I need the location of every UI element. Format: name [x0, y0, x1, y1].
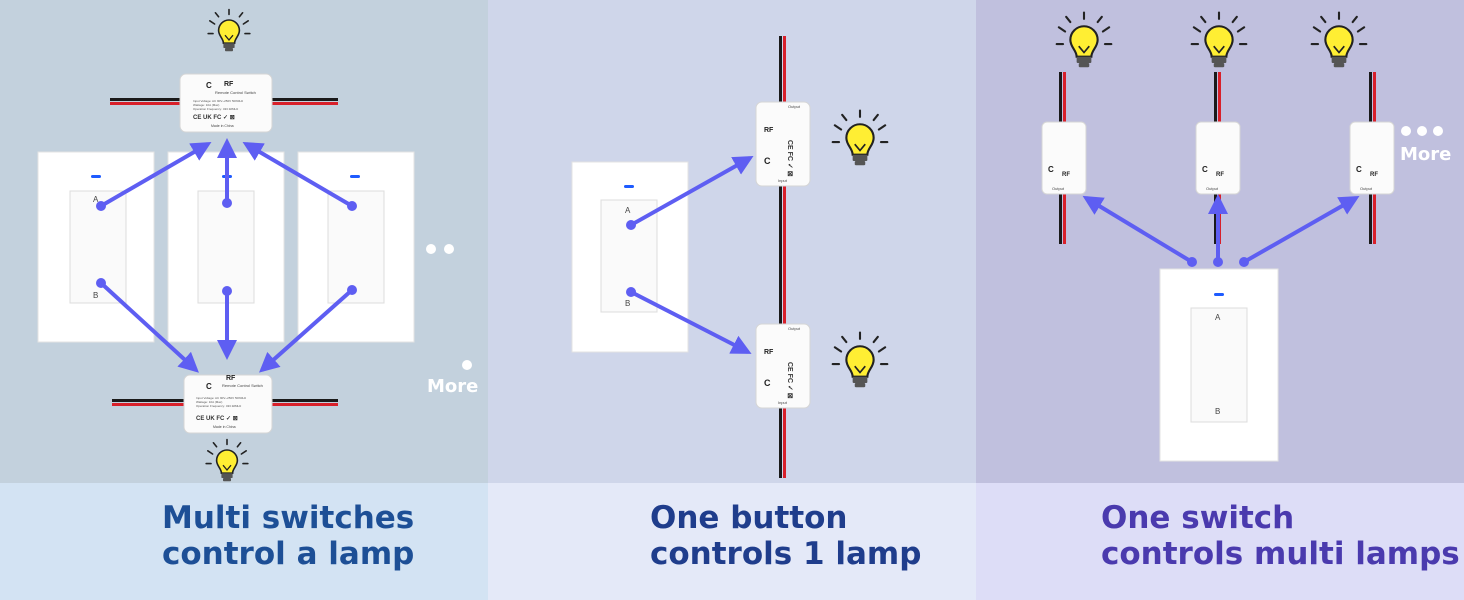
wire-pair — [110, 98, 338, 105]
svg-text:C: C — [206, 382, 212, 391]
svg-text:A: A — [1215, 313, 1221, 322]
more-dots — [426, 244, 472, 370]
svg-text:B: B — [625, 299, 630, 308]
svg-text:C: C — [206, 81, 212, 90]
more-label: More — [1400, 144, 1451, 165]
svg-text:C: C — [1202, 165, 1208, 174]
svg-text:Remote Control Switch: Remote Control Switch — [222, 383, 263, 388]
svg-text:CE UK FC ✓ ⊠: CE UK FC ✓ ⊠ — [196, 416, 238, 422]
signal-arrows — [99, 138, 354, 373]
svg-text:RF: RF — [764, 127, 774, 134]
svg-text:CE UK FC ✓ ⊠: CE UK FC ✓ ⊠ — [193, 115, 235, 121]
one-switch-multi-lamps-diagram: C RF Output C RF Output C RF Output More — [1041, 11, 1451, 462]
lightbulb-icon — [831, 109, 889, 167]
svg-text:Input Voltage: AC 90V~250V 50/: Input Voltage: AC 90V~250V 50/60Hz — [193, 99, 244, 103]
more-dots — [1401, 126, 1443, 136]
wall-switch[interactable] — [297, 151, 415, 343]
wire-pair — [1059, 72, 1376, 244]
lightbulb-icon — [205, 438, 249, 483]
rf-module: C RF Output — [1195, 121, 1241, 195]
svg-text:Operation Frequency: 433.92MHz: Operation Frequency: 433.92MHz — [196, 404, 242, 408]
lightbulb-icon — [1310, 11, 1368, 69]
svg-text:Output: Output — [788, 104, 801, 109]
caption-line-1: One button — [650, 500, 848, 536]
rf-module-top: C RF Remote Control Switch Input Voltage… — [179, 73, 273, 133]
svg-text:Output: Output — [1052, 186, 1065, 191]
caption-line-2: control a lamp — [162, 536, 415, 572]
svg-text:RF: RF — [226, 375, 236, 382]
signal-dots — [626, 220, 636, 297]
rf-module-bottom: C RF CE FC ✓ ⊠ Input Output — [755, 323, 811, 409]
svg-text:C: C — [764, 156, 771, 166]
svg-text:C: C — [1048, 165, 1054, 174]
svg-text:RF: RF — [1062, 172, 1070, 178]
svg-text:C: C — [1356, 165, 1362, 174]
panel-caption-bg — [976, 483, 1464, 600]
caption-line-2: controls 1 lamp — [650, 536, 922, 572]
multi-switches-diagram: C RF Remote Control Switch Input Voltage… — [37, 8, 478, 483]
caption-text: One switch controls multi lamps — [1101, 500, 1460, 572]
panel-one-button: C RF CE FC ✓ ⊠ Input Output C RF CE FC ✓… — [488, 0, 976, 600]
svg-text:Wattage: 10A (Max): Wattage: 10A (Max) — [196, 400, 222, 404]
wall-switch[interactable]: A B — [571, 161, 689, 353]
lightbulb-icon — [207, 8, 251, 53]
svg-text:Output: Output — [1360, 186, 1373, 191]
svg-text:RF: RF — [1216, 172, 1224, 178]
wall-switch[interactable]: A B — [1159, 268, 1279, 462]
panel-caption-bg — [488, 483, 976, 600]
svg-text:A: A — [625, 206, 631, 215]
svg-text:CE FC ✓ ⊠: CE FC ✓ ⊠ — [786, 140, 793, 177]
lightbulb-icon — [1190, 11, 1248, 69]
lightbulb-icon — [1055, 11, 1113, 69]
rf-module: C RF Output — [1349, 121, 1395, 195]
panel-one-switch-multi-lamps: C RF Output C RF Output C RF Output More — [976, 0, 1464, 600]
svg-text:Input: Input — [778, 178, 788, 183]
rf-module-top: C RF CE FC ✓ ⊠ Input Output — [755, 101, 811, 187]
caption-text: Multi switches control a lamp — [162, 500, 414, 572]
signal-arrows — [630, 156, 754, 354]
caption-text: One button controls 1 lamp — [650, 500, 921, 572]
one-button-diagram: C RF CE FC ✓ ⊠ Input Output C RF CE FC ✓… — [571, 36, 889, 478]
svg-text:B: B — [93, 291, 98, 300]
wire-pair — [779, 36, 786, 478]
rf-module: C RF Output — [1041, 121, 1087, 195]
svg-text:Input Voltage: AC 90V~250V 50/: Input Voltage: AC 90V~250V 50/60Hz — [196, 396, 247, 400]
svg-text:B: B — [1215, 407, 1220, 416]
panel-caption-bg — [0, 483, 488, 600]
svg-text:C: C — [764, 378, 771, 388]
svg-text:Remote Control Switch: Remote Control Switch — [215, 90, 256, 95]
svg-text:RF: RF — [224, 81, 234, 88]
panel-multi-switches: C RF Remote Control Switch Input Voltage… — [0, 0, 488, 600]
svg-text:RF: RF — [1370, 172, 1378, 178]
lightbulb-icon — [831, 331, 889, 389]
signal-dots — [96, 198, 357, 296]
rf-module-bottom: C RF Remote Control Switch Input Voltage… — [183, 374, 273, 434]
svg-text:Wattage: 10A (Max): Wattage: 10A (Max) — [193, 103, 219, 107]
svg-text:Output: Output — [1206, 186, 1219, 191]
svg-text:Made in China: Made in China — [213, 425, 236, 429]
svg-text:Input: Input — [778, 400, 788, 405]
more-label: More — [427, 376, 478, 397]
caption-line-2: controls multi lamps — [1101, 536, 1460, 572]
caption-line-1: Multi switches — [162, 500, 415, 536]
svg-text:Output: Output — [788, 326, 801, 331]
panel-illustration-bg — [488, 0, 976, 483]
svg-text:A: A — [93, 195, 99, 204]
svg-text:CE FC ✓ ⊠: CE FC ✓ ⊠ — [786, 362, 793, 399]
svg-text:Made in China: Made in China — [211, 124, 234, 128]
signal-dots — [1187, 257, 1249, 267]
signal-arrows — [1082, 194, 1360, 264]
svg-text:Operation Frequency: 433.92MHz: Operation Frequency: 433.92MHz — [193, 107, 239, 111]
svg-text:RF: RF — [764, 349, 774, 356]
caption-line-1: One switch — [1101, 500, 1295, 536]
wire-pair — [112, 399, 338, 406]
